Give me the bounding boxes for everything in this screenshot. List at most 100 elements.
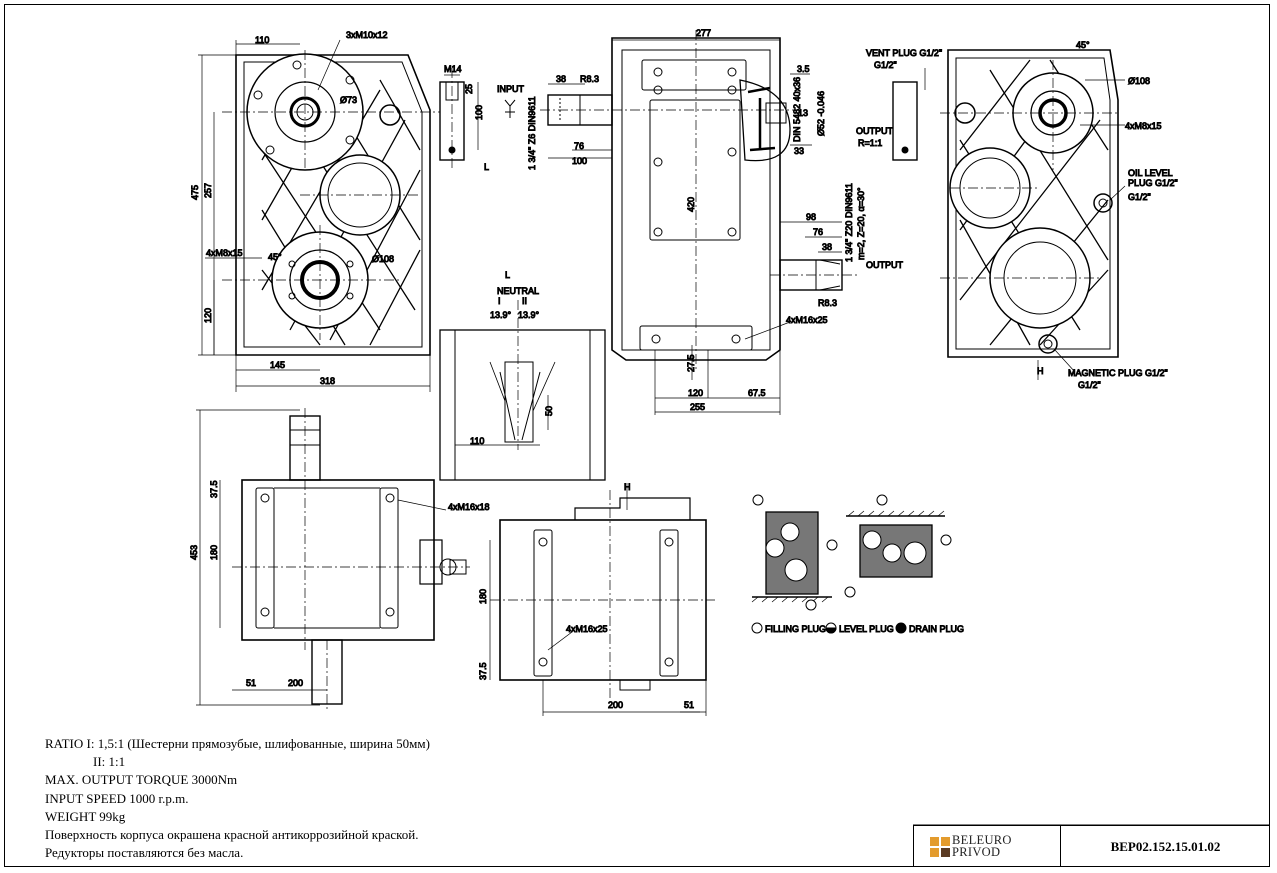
dim-110-shift: 110 (470, 436, 484, 446)
technical-notes: RATIO I: 1,5:1 (Шестерни прямозубые, шли… (45, 735, 430, 862)
dim-76b: 76 (813, 227, 823, 237)
dim-3-5: 3.5 (797, 64, 810, 74)
label-din9611b: DIN9611 (844, 183, 854, 218)
angle-45-right: 45° (1076, 40, 1090, 50)
dim-200-mid: 200 (608, 700, 623, 710)
dim-d52: Ø52 -0.046 (816, 91, 826, 136)
dim-33: 33 (794, 146, 804, 156)
dim-98: 98 (806, 212, 816, 222)
side-view-narrow: M14 25 100 INPUT L (439, 64, 525, 173)
plan-view-middle: H 180 4xM16x25 37.5 200 51 (478, 482, 715, 716)
label-H-bottom: H (624, 482, 631, 492)
label-oil-level-1: OIL LEVEL (1128, 168, 1173, 178)
dim-67-5: 67.5 (748, 388, 766, 398)
dim-255: 255 (690, 402, 705, 412)
dim-200-left: 200 (288, 678, 303, 688)
label-input: INPUT (497, 84, 525, 94)
mounting-positions: FILLING PLUG LEVEL PLUG DRAIN PLUG (751, 494, 965, 635)
label-4xm8: 4xM8x15 (206, 248, 243, 258)
dim-d73: Ø73 (340, 95, 357, 105)
note-ratio-1: RATIO I: 1,5:1 (Шестерни прямозубые, шли… (45, 736, 430, 751)
dim-100v: 100 (474, 105, 484, 120)
label-r83a: R8.3 (580, 74, 599, 84)
dim-76a: 76 (574, 141, 584, 151)
pos-I: I (498, 296, 501, 306)
dim-50: 50 (544, 406, 554, 416)
title-block-logo: BELEURO PRIVOD (913, 825, 1060, 867)
label-r83b: R8.3 (818, 298, 837, 308)
shift-lever-detail: L NEUTRAL I II 13.9° 13.9° 50 110 (439, 270, 606, 481)
note-speed: INPUT SPEED 1000 r.p.m. (45, 790, 189, 806)
note-oil: Редукторы поставляются без масла. (45, 845, 244, 861)
label-neutral: NEUTRAL (497, 286, 539, 296)
dim-d108-right: Ø108 (1128, 76, 1150, 86)
label-vent-g: G1/2" (874, 60, 897, 70)
label-oil-level-2: PLUG G1/2" (1128, 178, 1178, 188)
dim-100: 100 (572, 156, 587, 166)
label-vent-plug: VENT PLUG G1/2" (866, 48, 942, 58)
note-weight: WEIGHT 99kg (45, 808, 126, 824)
note-ratio-2: II: 1:1 (93, 754, 126, 770)
angle-a2: 13.9° (518, 310, 540, 320)
dim-120b: 120 (688, 388, 703, 398)
dim-25: 25 (464, 84, 474, 94)
dim-145: 145 (270, 360, 285, 370)
dim-13: 13 (798, 108, 808, 118)
pos-II: II (522, 296, 527, 306)
logo-line-2: PRIVOD (952, 845, 1001, 859)
plan-view-left: 37.5 453 180 4xM16x18 51 200 (189, 408, 490, 710)
company-logo-mark (930, 837, 950, 857)
dim-27-5: 27.5 (686, 354, 696, 372)
angle-45: 45° (268, 252, 282, 262)
dim-d108: Ø108 (372, 254, 394, 264)
label-L: L (484, 162, 489, 172)
dim-120: 120 (203, 308, 213, 323)
dim-37-5-mid: 37.5 (478, 662, 488, 680)
dim-180-left: 180 (209, 545, 219, 560)
front-view-left: 110 3xM10x12 Ø73 475 257 4xM8x15 45° Ø10… (190, 30, 440, 392)
label-output-b: OUTPUT (866, 260, 904, 270)
shaft-spec-input: 1 3/4" Z6 DIN9611 (527, 96, 537, 170)
rear-view-right: VENT PLUG G1/2" G1/2" 45° Ø108 4xM8x15 O… (866, 40, 1179, 391)
label-4xm16x25-bottom: 4xM16x25 (566, 624, 608, 634)
label-ratio-out: R=1:1 (858, 138, 882, 148)
legend-drain-plug: DRAIN PLUG (909, 624, 964, 634)
dim-420: 420 (686, 197, 696, 212)
label-m14: M14 (444, 64, 462, 74)
dim-51-left: 51 (246, 678, 256, 688)
front-view-middle: 277 38 R8.3 1 3/4" Z6 DIN9611 76 100 3.5… (527, 28, 904, 415)
dim-475: 475 (190, 185, 200, 200)
legend-filling-plug: FILLING PLUG (765, 624, 826, 634)
dim-51-mid: 51 (684, 700, 694, 710)
note-paint: Поверхность корпуса окрашена красной ант… (45, 827, 419, 843)
shaft-spec-output: 1 3/4" Z20 (844, 221, 854, 262)
dim-180-mid: 180 (478, 589, 488, 604)
dim-453: 453 (189, 545, 199, 560)
drawing-frame (4, 4, 1270, 867)
dim-37-5-left: 37.5 (209, 480, 219, 498)
label-magnetic-plug: MAGNETIC PLUG G1/2" (1068, 368, 1168, 378)
shift-L: L (505, 270, 510, 280)
logo-line-1: BELEURO (952, 833, 1012, 847)
legend-level-plug: LEVEL PLUG (839, 624, 894, 634)
note-torque: MAX. OUTPUT TORQUE 3000Nm (45, 772, 238, 788)
angle-a1: 13.9° (490, 310, 512, 320)
label-4xm16x25-top: 4xM16x25 (786, 315, 828, 325)
dim-318: 318 (320, 376, 335, 386)
dim-277: 277 (696, 28, 711, 38)
label-H-right: H (1037, 366, 1044, 376)
dim-38: 38 (556, 74, 566, 84)
label-oil-g: G1/2" (1128, 192, 1151, 202)
dim-110: 110 (255, 35, 269, 45)
dim-38b: 38 (822, 242, 832, 252)
label-3xm10: 3xM10x12 (346, 30, 388, 40)
dim-257: 257 (203, 183, 213, 198)
company-logo-text: BELEURO PRIVOD (952, 833, 1012, 859)
label-4xm8-right: 4xM8x15 (1125, 121, 1162, 131)
drawing-number: BEP02.152.15.01.02 (1060, 825, 1270, 867)
label-module: m=2, Z=20, α=30° (856, 187, 866, 260)
label-mag-g: G1/2" (1078, 380, 1101, 390)
label-4xm16x18: 4xM16x18 (448, 502, 490, 512)
